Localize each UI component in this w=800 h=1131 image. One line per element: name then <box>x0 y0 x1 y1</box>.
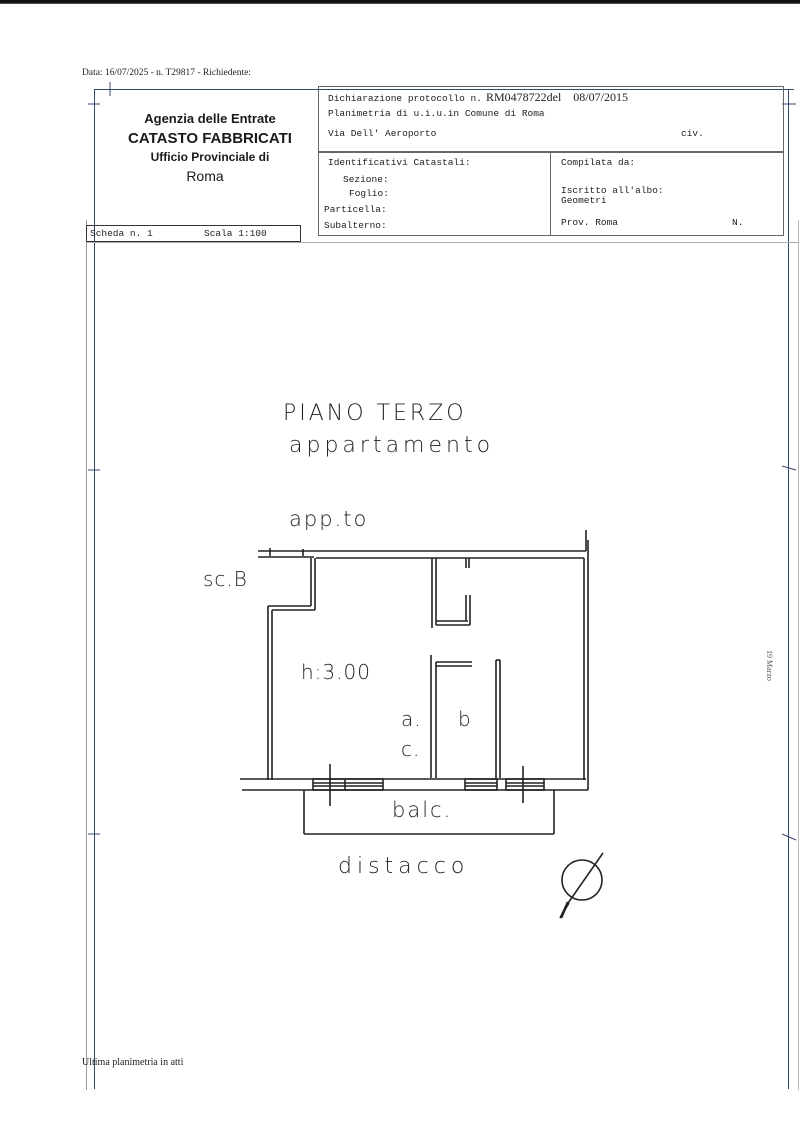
floor-title: PIANO TERZO <box>283 401 467 426</box>
room-label-b: b <box>458 707 474 731</box>
office-name: Ufficio Provinciale di <box>150 150 270 164</box>
frame-right-line <box>788 89 789 1089</box>
identifiers-title: Identificativi Catastali: <box>328 157 471 168</box>
civic-label: civ. <box>681 128 704 139</box>
address-line: Via Dell' Aeroporto <box>328 128 437 139</box>
declaration-box <box>318 86 784 152</box>
sheet-number: Scheda n. 1 <box>90 228 153 239</box>
print-header: Data: 16/07/2025 - n. T29817 - Richieden… <box>82 68 251 78</box>
registration-number-label: N. <box>732 217 744 228</box>
content-top-line <box>86 242 798 243</box>
identifiers-box <box>318 152 784 236</box>
foglio-label: Foglio: <box>349 188 389 199</box>
stair-label: sc.B <box>203 567 248 591</box>
sheet-box <box>86 225 301 242</box>
frame-top-line <box>94 89 794 90</box>
compiler-title: Compilata da: <box>561 157 636 168</box>
frame-left-line <box>94 89 95 1089</box>
frame-right-outer <box>798 220 799 1090</box>
registry-name: CATASTO FABBRICATI <box>128 130 292 147</box>
scan-top-edge <box>0 0 800 4</box>
office-city: Roma <box>186 168 224 184</box>
declaration-label: Dichiarazione protocollo n. <box>328 93 482 104</box>
albo-value: Geometri <box>561 195 607 206</box>
sheet-scale: Scala 1:100 <box>204 228 267 239</box>
protocol-date: 08/07/2015 <box>573 90 628 104</box>
unit-type: appartamento <box>289 433 495 458</box>
sezione-label: Sezione: <box>343 174 389 185</box>
albo-label: Iscritto all'albo: <box>561 185 664 196</box>
planimetria-line: Planimetria di u.i.u.in Comune di Roma <box>328 108 545 119</box>
setback-label: distacco <box>338 854 470 879</box>
agency-name: Agenzia delle Entrate <box>144 111 276 126</box>
side-stamp: 19 Marzo <box>765 650 774 681</box>
neighbor-unit-label: app.to <box>289 507 369 531</box>
footer-note: Ultima planimetria in atti <box>82 1057 184 1068</box>
ceiling-height: h:3.00 <box>301 660 371 684</box>
subalterno-label: Subalterno: <box>324 220 387 231</box>
frame-left-outer <box>86 220 87 1090</box>
protocol-number: RM0478722del <box>485 90 562 104</box>
north-arrow-icon <box>559 852 604 919</box>
room-label-a: a. <box>401 707 422 731</box>
particella-label: Particella: <box>324 204 387 215</box>
identifiers-divider <box>550 152 551 236</box>
province-label: Prov. Roma <box>561 217 619 228</box>
declaration-line: Dichiarazione protocollo n. RM0478722del… <box>328 88 628 106</box>
room-label-c: c. <box>401 737 421 761</box>
balcony-label: balc. <box>392 798 453 822</box>
